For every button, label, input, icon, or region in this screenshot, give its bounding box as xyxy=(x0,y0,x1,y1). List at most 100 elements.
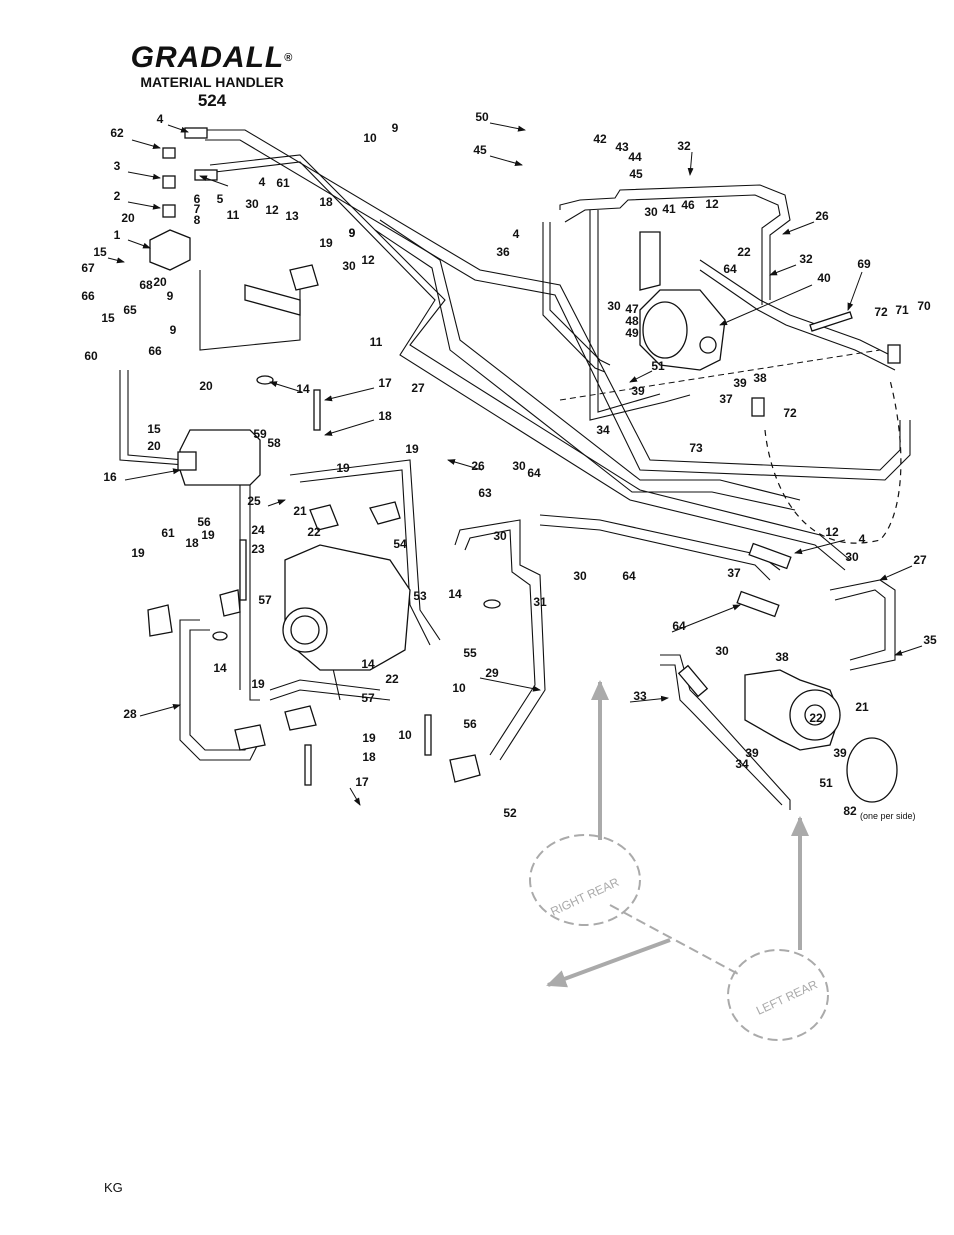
fitting-3 xyxy=(162,175,176,189)
callout-8: 8 xyxy=(194,213,201,227)
callout-9: 9 xyxy=(349,226,356,240)
callout-72: 72 xyxy=(874,305,888,319)
callout-46: 46 xyxy=(681,198,695,212)
rear-motor-hub-inner xyxy=(804,704,826,726)
callout-20: 20 xyxy=(153,275,167,289)
brand-model: 524 xyxy=(197,91,227,110)
callout-72: 72 xyxy=(783,406,797,420)
callout-49: 49 xyxy=(625,326,639,340)
callout-33: 33 xyxy=(633,689,647,703)
callout-68: 68 xyxy=(139,278,153,292)
callout-19: 19 xyxy=(131,546,145,560)
clamp-19c xyxy=(369,501,401,525)
callout-12: 12 xyxy=(265,203,279,217)
callout-30: 30 xyxy=(512,459,526,473)
callout-19: 19 xyxy=(251,677,265,691)
clamp-19f xyxy=(234,724,266,751)
callout-20: 20 xyxy=(121,211,135,225)
left-rear-wheel xyxy=(727,949,829,1041)
brand-subtitle: MATERIAL HANDLER xyxy=(140,74,284,90)
callout-4: 4 xyxy=(157,112,164,126)
left-rear-label: LEFT REAR xyxy=(754,977,820,1018)
callout-23: 23 xyxy=(251,542,265,556)
callout-37: 37 xyxy=(727,566,741,580)
arrow-left xyxy=(546,938,671,988)
callout-64: 64 xyxy=(723,262,737,276)
callout-20: 20 xyxy=(147,439,161,453)
callout-9: 9 xyxy=(349,226,356,240)
callout-45: 45 xyxy=(629,167,643,181)
callout-51: 51 xyxy=(819,776,833,790)
callout-30: 30 xyxy=(644,205,658,219)
callout-37: 37 xyxy=(719,392,733,406)
manifold-16 xyxy=(179,429,261,486)
callout-4: 4 xyxy=(859,532,866,546)
callout-61: 61 xyxy=(161,526,175,540)
callout-56: 56 xyxy=(463,717,477,731)
callout-31: 31 xyxy=(533,595,547,609)
fitting-2 xyxy=(162,204,176,218)
ring-14b xyxy=(483,599,501,609)
callout-22: 22 xyxy=(385,672,399,686)
footer-code: KG xyxy=(104,1180,123,1195)
ring-14c xyxy=(212,631,228,641)
callout-53: 53 xyxy=(413,589,427,603)
callout-64: 64 xyxy=(527,466,541,480)
callout-57: 57 xyxy=(361,691,375,705)
plate-72a xyxy=(887,344,901,364)
callout-16: 16 xyxy=(103,470,117,484)
per-side-note: (one per side) xyxy=(860,811,916,821)
callout-14: 14 xyxy=(213,661,227,675)
callout-18: 18 xyxy=(185,536,199,550)
callout-63: 63 xyxy=(478,486,492,500)
motor-port xyxy=(699,336,717,354)
callout-71: 71 xyxy=(895,303,909,317)
callout-30: 30 xyxy=(607,299,621,313)
callout-19: 19 xyxy=(405,442,419,456)
callout-1: 1 xyxy=(114,228,121,242)
callout-69: 69 xyxy=(857,257,871,271)
callout-28: 28 xyxy=(123,707,137,721)
callout-15: 15 xyxy=(93,245,107,259)
hose-lines xyxy=(119,129,911,810)
callout-38: 38 xyxy=(775,650,789,664)
callout-45: 45 xyxy=(473,143,487,157)
right-rear-label: RIGHT REAR xyxy=(548,875,621,919)
callout-18: 18 xyxy=(319,195,333,209)
gradall-logo: GRADALL® xyxy=(130,41,294,74)
brand-header: GRADALL® MATERIAL HANDLER 524 xyxy=(112,42,312,110)
callout-38: 38 xyxy=(753,371,767,385)
callout-66: 66 xyxy=(148,344,162,358)
callout-73: 73 xyxy=(689,441,703,455)
callout-67: 67 xyxy=(81,261,95,275)
callout-39: 39 xyxy=(733,376,747,390)
callout-17: 17 xyxy=(378,376,392,390)
callout-4: 4 xyxy=(513,227,520,241)
callout-2: 2 xyxy=(114,189,121,203)
callout-39: 39 xyxy=(833,746,847,760)
motor-flange xyxy=(642,301,688,359)
callout-30: 30 xyxy=(245,197,259,211)
callout-26: 26 xyxy=(815,209,829,223)
callout-39: 39 xyxy=(631,384,645,398)
callout-44: 44 xyxy=(628,150,642,164)
callout-19: 19 xyxy=(319,236,333,250)
callout-62: 62 xyxy=(110,126,124,140)
callout-4: 4 xyxy=(259,175,266,189)
callout-30: 30 xyxy=(573,569,587,583)
callout-15: 15 xyxy=(101,311,115,325)
callout-19: 19 xyxy=(201,528,215,542)
callout-17: 17 xyxy=(355,775,369,789)
callout-9: 9 xyxy=(170,323,177,337)
bracket-41 xyxy=(639,231,661,291)
callout-30: 30 xyxy=(715,644,729,658)
bolt-17b xyxy=(304,744,312,786)
hose-end-4a xyxy=(184,127,208,139)
callout-27: 27 xyxy=(411,381,425,395)
callout-13: 13 xyxy=(285,209,299,223)
callout-64: 64 xyxy=(622,569,636,583)
callout-21: 21 xyxy=(855,700,869,714)
callout-12: 12 xyxy=(825,525,839,539)
